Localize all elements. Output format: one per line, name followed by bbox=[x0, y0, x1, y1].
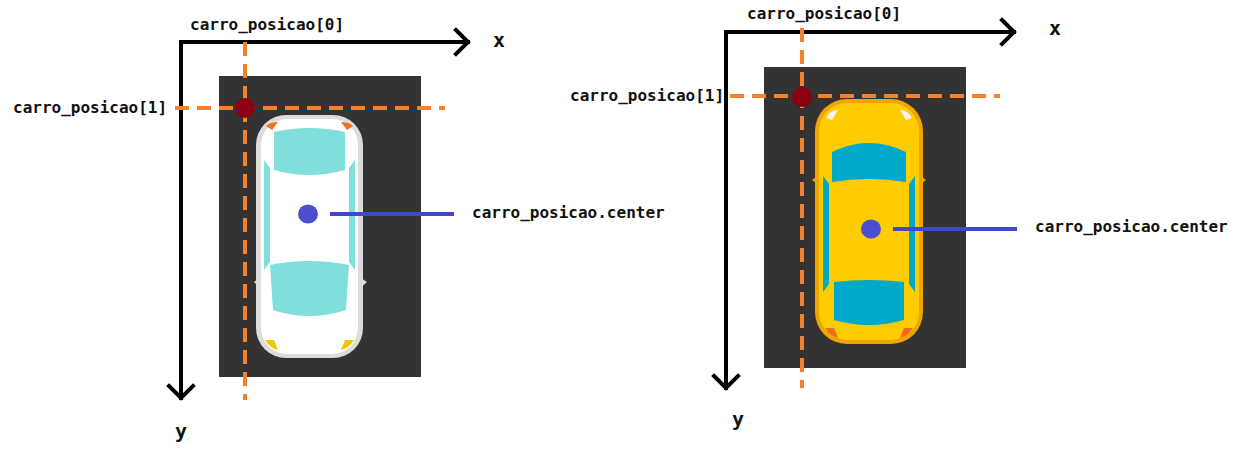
rear-window bbox=[834, 280, 904, 325]
car-light bbox=[825, 328, 838, 338]
axes bbox=[169, 30, 468, 398]
car-body-outline bbox=[815, 99, 923, 344]
leader-line bbox=[330, 212, 454, 216]
parking-space bbox=[764, 67, 966, 368]
axis-label: x bbox=[1049, 16, 1061, 40]
guide-line bbox=[175, 106, 445, 110]
parking-space bbox=[219, 76, 421, 377]
coordinate-label: carro_posicao[0] bbox=[190, 15, 344, 34]
x-axis bbox=[181, 40, 468, 44]
car-light bbox=[900, 328, 913, 338]
side-window bbox=[909, 176, 915, 292]
x-arrowhead bbox=[1002, 20, 1014, 44]
guide-line bbox=[730, 94, 1000, 98]
rear-window bbox=[270, 261, 349, 316]
center-dot bbox=[861, 220, 881, 239]
car-light bbox=[900, 110, 912, 120]
right-panel bbox=[714, 20, 1017, 388]
y-axis bbox=[179, 42, 183, 398]
car-body-outline bbox=[256, 115, 363, 358]
white-car bbox=[254, 115, 367, 358]
coordinate-label: carro_posicao[1] bbox=[13, 98, 167, 117]
x-axis bbox=[726, 30, 1014, 34]
car-light bbox=[265, 340, 278, 350]
leader-line bbox=[893, 227, 1017, 231]
guide-lines bbox=[730, 28, 1000, 388]
left-panel bbox=[169, 30, 468, 400]
point-label: carro_posicao.center bbox=[1035, 217, 1228, 236]
x-arrowhead bbox=[456, 30, 468, 54]
car-body bbox=[261, 119, 358, 354]
windshield bbox=[832, 143, 906, 182]
windshield bbox=[274, 128, 345, 175]
coordinate-label: carro_posicao[1] bbox=[570, 86, 724, 105]
car-body bbox=[819, 103, 919, 340]
axis-label: x bbox=[493, 28, 505, 52]
center-dot bbox=[298, 205, 318, 224]
point-label: carro_posicao.center bbox=[472, 203, 665, 222]
guide-lines bbox=[175, 42, 445, 400]
coordinate-label: carro_posicao[0] bbox=[747, 4, 901, 23]
car-light bbox=[266, 122, 278, 130]
yellow-car bbox=[812, 99, 926, 344]
y-arrowhead bbox=[169, 386, 193, 398]
side-window bbox=[264, 160, 270, 270]
side-window bbox=[823, 176, 829, 292]
car-light bbox=[826, 110, 838, 120]
y-arrowhead bbox=[714, 376, 738, 388]
axis-label: y bbox=[175, 419, 187, 443]
y-axis bbox=[724, 32, 728, 388]
origin-dot bbox=[235, 98, 255, 118]
origin-dot bbox=[792, 87, 812, 107]
axis-label: y bbox=[732, 407, 744, 431]
guide-line bbox=[243, 42, 247, 400]
guide-line bbox=[800, 28, 804, 388]
car-light bbox=[341, 340, 354, 350]
axes bbox=[714, 20, 1014, 388]
car-light bbox=[341, 122, 353, 130]
